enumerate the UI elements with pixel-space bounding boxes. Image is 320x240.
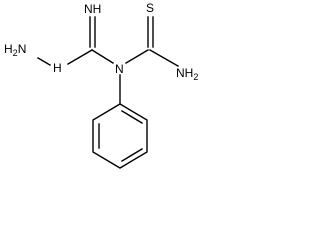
phenyl-inner-double-bond-2 <box>121 148 143 162</box>
phenyl-inner-double-bond-1 <box>121 110 143 124</box>
carbon-to-central-n-bond <box>91 49 114 64</box>
hydrazine-nh-label: H <box>53 61 62 75</box>
central-n-label: N <box>115 62 124 76</box>
bonds <box>37 16 179 169</box>
hydrazine-nh2-label: H2N <box>4 42 26 58</box>
thio-carbon-to-nh2-bond <box>149 49 179 67</box>
phenyl-ring <box>92 103 148 169</box>
thioamide-nh2-label: NH2 <box>176 66 198 82</box>
carbon-to-hydrazine-nh-bond <box>67 49 93 65</box>
thioamide-nh2-subscript: 2 <box>193 72 198 82</box>
imine-nh-label: NH <box>84 2 101 16</box>
atom-labels: NH H2N H N S NH2 <box>4 1 198 82</box>
hydrazine-nh2-h: H <box>4 42 13 56</box>
central-n-to-thio-carbon-bond <box>125 49 149 64</box>
hydrazine-n-n-bond <box>37 57 51 66</box>
thione-s-label: S <box>146 1 154 15</box>
thioamide-nh2-nh: NH <box>176 66 193 80</box>
hydrazine-nh2-n: N <box>18 42 27 56</box>
hydrazine-nh2-subscript: 2 <box>13 48 18 58</box>
molecule-structure-diagram: NH H2N H N S NH2 <box>4 1 198 169</box>
